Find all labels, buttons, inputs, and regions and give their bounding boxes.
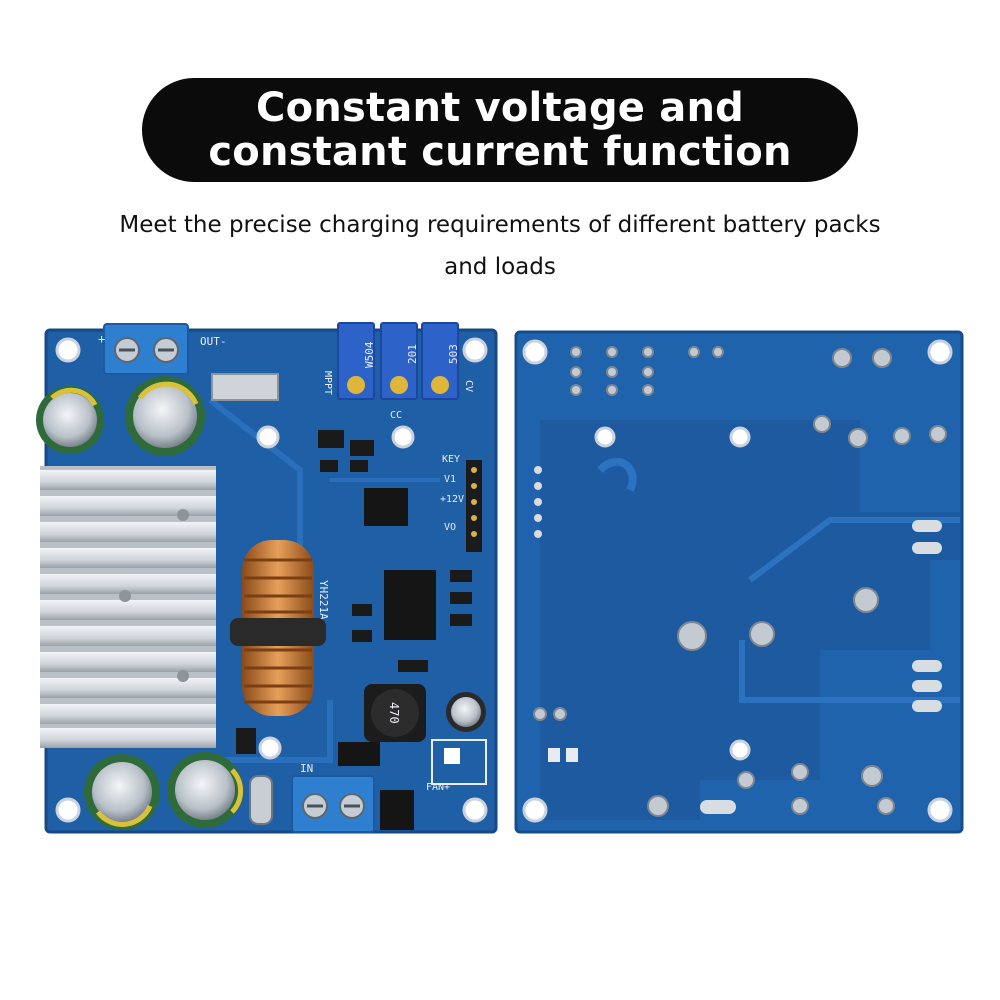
potentiometers	[337, 322, 459, 400]
label-mppt: MPPT	[322, 371, 333, 395]
capacitor-small	[446, 692, 486, 732]
label-pot2: 201	[406, 344, 419, 364]
pin-header	[466, 460, 482, 552]
label-pot1: W504	[363, 341, 376, 368]
label-12v: +12V	[440, 494, 464, 505]
subheadline-line-1: Meet the precise charging requirements o…	[119, 212, 881, 238]
headline-line-2: constant current function	[208, 129, 792, 175]
headline-banner: Constant voltage and constant current fu…	[142, 78, 858, 182]
label-in: IN	[300, 762, 313, 775]
capacitor-top-right	[125, 376, 205, 456]
pad-pairs-right	[700, 520, 942, 814]
label-plus: +	[98, 332, 105, 346]
board-front: OUT- +	[36, 322, 498, 834]
square-pad	[548, 748, 560, 762]
solder-joints	[533, 346, 947, 817]
pin-row-left	[534, 466, 542, 538]
smd-inductor: 470	[364, 684, 426, 742]
label-out: OUT-	[200, 335, 227, 348]
label-inductor: 470	[387, 702, 401, 724]
shunt-resistor	[211, 373, 279, 401]
label-vo: VO	[444, 522, 456, 533]
spring-screw	[249, 775, 273, 825]
label-key: KEY	[442, 454, 460, 465]
heatsink	[40, 466, 216, 748]
capacitor-top-left	[36, 386, 104, 454]
label-v1: V1	[444, 474, 456, 485]
label-cv: CV	[463, 380, 474, 392]
label-model: YH221A	[317, 580, 330, 620]
capacitor-bottom-right	[167, 752, 244, 828]
smd-components	[236, 430, 472, 830]
input-terminal	[291, 775, 375, 833]
subheadline: Meet the precise charging requirements o…	[40, 204, 960, 288]
headline-line-1: Constant voltage and	[256, 85, 744, 131]
label-fan: FAN+	[426, 782, 450, 793]
label-cc: CC	[390, 410, 402, 421]
toroid-inductor	[230, 540, 326, 716]
board-back	[514, 330, 964, 834]
mounting-holes	[55, 337, 488, 823]
output-terminal	[103, 323, 189, 375]
subheadline-line-2: and loads	[444, 254, 556, 280]
capacitor-bottom-left	[84, 754, 160, 830]
back-mounting-holes	[522, 339, 953, 823]
label-pot3: 503	[447, 344, 460, 364]
